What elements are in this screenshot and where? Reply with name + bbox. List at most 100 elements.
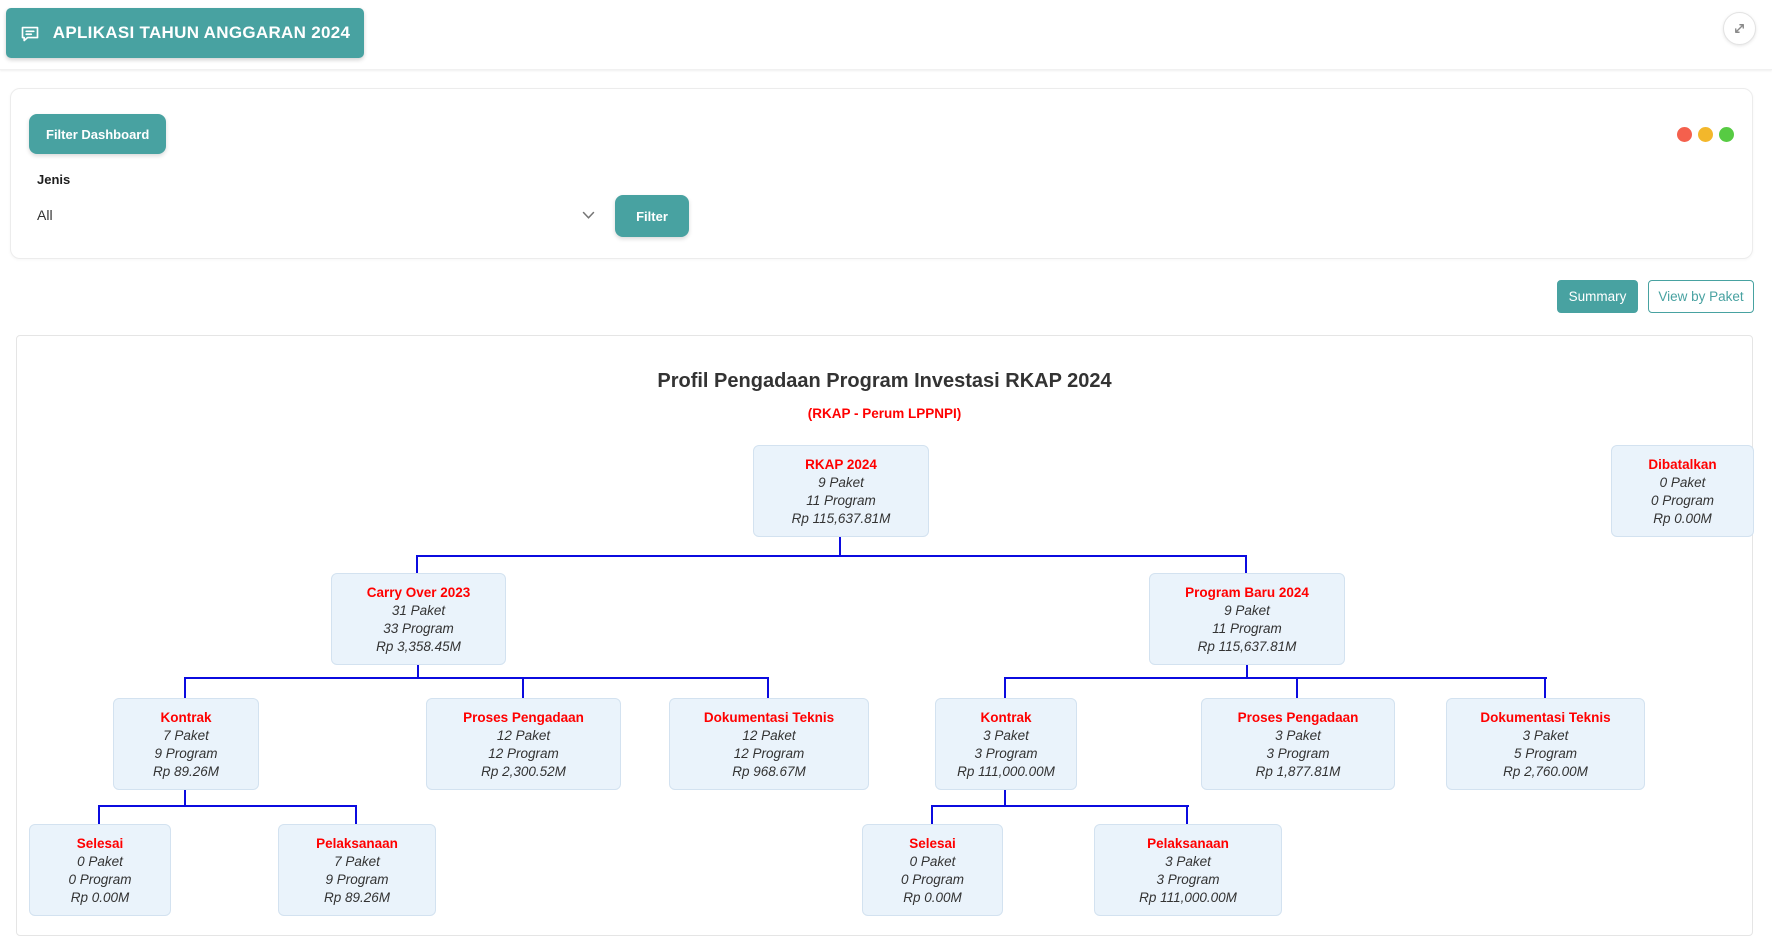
diagonal-resize-icon [1732, 21, 1747, 36]
connector-line [931, 807, 933, 824]
node-paket: 3 Paket [1275, 728, 1321, 743]
jenis-select[interactable]: All [37, 195, 595, 235]
status-dots [1677, 127, 1734, 142]
chevron-down-icon [582, 211, 595, 220]
status-dot-red [1677, 127, 1692, 142]
connector-line [1186, 807, 1188, 824]
node-title: Dokumentasi Teknis [1480, 710, 1611, 725]
node-title: Kontrak [980, 710, 1032, 725]
connector-line [417, 665, 419, 677]
org-node-dokumentasi-teknis-program-baru[interactable]: Dokumentasi Teknis 3 Paket 5 Program Rp … [1446, 698, 1645, 790]
node-paket: 12 Paket [742, 728, 796, 743]
node-nilai: Rp 1,877.81M [1255, 764, 1341, 779]
node-paket: 31 Paket [391, 603, 446, 618]
node-nilai: Rp 0.00M [903, 890, 962, 905]
node-nilai: Rp 2,300.52M [481, 764, 566, 779]
node-paket: 0 Paket [77, 854, 123, 869]
node-title: Selesai [909, 836, 956, 851]
node-paket: 3 Paket [983, 728, 1029, 743]
node-program: 11 Program [1212, 621, 1282, 636]
node-program: 12 Program [488, 746, 559, 761]
org-node-carry-over-2023[interactable]: Carry Over 2023 31 Paket 33 Program Rp 3… [331, 573, 506, 665]
connector-line [931, 805, 1189, 807]
node-program: 0 Program [68, 872, 132, 887]
filter-dashboard-button[interactable]: Filter Dashboard [29, 114, 167, 154]
connector-line [522, 679, 524, 698]
connector-line [1544, 679, 1546, 698]
connector-line [839, 537, 841, 555]
org-node-dokumentasi-teknis-carry-over[interactable]: Dokumentasi Teknis 12 Paket 12 Program R… [669, 698, 869, 790]
org-node-proses-pengadaan-program-baru[interactable]: Proses Pengadaan 3 Paket 3 Program Rp 1,… [1201, 698, 1395, 790]
filter-submit-button[interactable]: Filter [615, 195, 689, 237]
node-title: RKAP 2024 [805, 457, 877, 472]
node-program: 3 Program [1266, 746, 1330, 761]
node-paket: 9 Paket [1224, 603, 1270, 618]
connector-line [355, 807, 357, 824]
node-paket: 7 Paket [334, 854, 380, 869]
node-nilai: Rp 111,000.00M [957, 764, 1055, 779]
org-node-pelaksanaan-carry-over[interactable]: Pelaksanaan 7 Paket 9 Program Rp 89.26M [278, 824, 436, 916]
node-nilai: Rp 111,000.00M [1139, 890, 1237, 905]
node-program: 3 Program [974, 746, 1038, 761]
view-by-paket-tab-button[interactable]: View by Paket [1648, 280, 1754, 313]
connector-line [1004, 677, 1547, 679]
connector-line [1246, 665, 1248, 677]
org-node-rkap-2024[interactable]: RKAP 2024 9 Paket 11 Program Rp 115,637.… [753, 445, 929, 537]
chart-title: Profil Pengadaan Program Investasi RKAP … [657, 370, 1112, 392]
node-nilai: Rp 0.00M [70, 890, 130, 905]
node-title: Pelaksanaan [1147, 836, 1229, 851]
jenis-label: Jenis [37, 172, 71, 187]
org-node-kontrak-carry-over[interactable]: Kontrak 7 Paket 9 Program Rp 89.26M [113, 698, 259, 790]
org-node-program-baru-2024[interactable]: Program Baru 2024 9 Paket 11 Program Rp … [1149, 573, 1345, 665]
connector-line [1296, 679, 1298, 698]
node-title: Dokumentasi Teknis [703, 710, 835, 725]
fullscreen-toggle-button[interactable] [1723, 12, 1756, 45]
node-nilai: Rp 3,358.45M [376, 639, 461, 654]
node-program: 12 Program [733, 746, 805, 761]
connector-line [416, 557, 418, 573]
chart-subtitle: (RKAP - Perum LPPNPI) [807, 406, 962, 421]
node-nilai: Rp 2,760.00M [1503, 764, 1588, 779]
connector-line [1004, 679, 1006, 698]
node-paket: 3 Paket [1522, 728, 1569, 743]
org-node-selesai-carry-over[interactable]: Selesai 0 Paket 0 Program Rp 0.00M [29, 824, 171, 916]
top-bar: APLIKASI TAHUN ANGGARAN 2024 [0, 0, 1772, 70]
node-paket: 12 Paket [496, 728, 551, 743]
org-node-pelaksanaan-program-baru[interactable]: Pelaksanaan 3 Paket 3 Program Rp 111,000… [1094, 824, 1282, 916]
org-node-dibatalkan[interactable]: Dibatalkan 0 Paket 0 Program Rp 0.00M [1611, 445, 1754, 537]
app-title-label: APLIKASI TAHUN ANGGARAN 2024 [52, 23, 351, 42]
node-title: Carry Over 2023 [366, 585, 471, 600]
node-nilai: Rp 115,637.81M [791, 511, 891, 526]
node-nilai: Rp 89.26M [152, 764, 220, 779]
node-nilai: Rp 115,637.81M [1197, 639, 1297, 654]
app-title-button[interactable]: APLIKASI TAHUN ANGGARAN 2024 [6, 8, 364, 58]
node-title: Dibatalkan [1648, 457, 1717, 472]
node-program: 3 Program [1156, 872, 1220, 887]
connector-line [416, 555, 1247, 557]
org-node-selesai-program-baru[interactable]: Selesai 0 Paket 0 Program Rp 0.00M [862, 824, 1003, 916]
node-program: 5 Program [1513, 746, 1578, 761]
node-title: Proses Pengadaan [1237, 710, 1359, 725]
status-dot-yellow [1698, 127, 1713, 142]
chat-message-icon [20, 23, 40, 43]
connector-line [98, 805, 357, 807]
node-program: 9 Program [154, 746, 218, 761]
status-dot-green [1719, 127, 1734, 142]
node-nilai: Rp 968.67M [732, 764, 806, 779]
node-nilai: Rp 89.26M [323, 890, 391, 905]
node-program: 9 Program [325, 872, 389, 887]
org-node-proses-pengadaan-carry-over[interactable]: Proses Pengadaan 12 Paket 12 Program Rp … [426, 698, 621, 790]
jenis-selected-value: All [37, 207, 53, 223]
node-nilai: Rp 0.00M [1653, 511, 1712, 526]
connector-line [1004, 790, 1006, 805]
org-node-kontrak-program-baru[interactable]: Kontrak 3 Paket 3 Program Rp 111,000.00M [935, 698, 1077, 790]
node-program: 11 Program [806, 493, 876, 508]
connector-line [184, 790, 186, 805]
filter-dashboard-panel: Filter Dashboard Jenis All Filter [10, 88, 1753, 259]
connector-line [767, 679, 769, 698]
node-program: 33 Program [383, 621, 454, 636]
node-paket: 9 Paket [818, 475, 864, 490]
summary-tab-button[interactable]: Summary [1557, 280, 1638, 313]
node-program: 0 Program [900, 872, 965, 887]
node-title: Kontrak [160, 710, 212, 725]
